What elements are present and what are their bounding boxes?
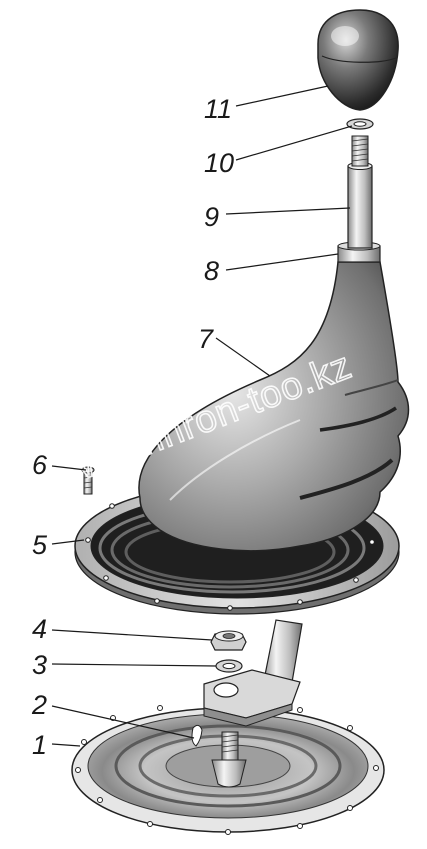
leader-4 [51, 629, 213, 641]
knob [317, 9, 399, 111]
slot-mark [191, 724, 203, 747]
callout-10: 10 [204, 148, 234, 178]
base-plate-holes [75, 705, 379, 835]
callout-9: 9 [204, 202, 219, 232]
lever-lower-arm [203, 619, 303, 727]
leader-1 [51, 743, 81, 747]
callout-numbers: 11 10 9 8 7 6 5 4 3 2 1 [31, 94, 234, 760]
washer [346, 118, 374, 130]
leader-2 [51, 705, 195, 739]
leader-7 [215, 337, 271, 377]
callout-1: 1 [32, 730, 47, 760]
leader-11 [235, 85, 329, 107]
callout-2: 2 [31, 690, 47, 720]
callout-3: 3 [32, 650, 47, 680]
callout-5: 5 [32, 530, 48, 560]
callout-7: 7 [198, 324, 214, 354]
leader-8 [225, 253, 339, 271]
callout-11: 11 [204, 94, 232, 124]
callout-4: 4 [32, 614, 47, 644]
rubber-boot [138, 261, 410, 552]
leader-9 [225, 207, 351, 215]
callout-6: 6 [32, 450, 48, 480]
shift-lever [347, 135, 373, 249]
leader-3 [51, 663, 217, 667]
leader-6 [51, 465, 87, 471]
leader-5 [51, 539, 85, 545]
leader-lines [51, 85, 353, 747]
flange-holes [85, 503, 375, 611]
leader-10 [235, 125, 353, 161]
base-stud [211, 731, 247, 788]
lock-washer [215, 659, 243, 673]
nut [210, 630, 247, 651]
callout-8: 8 [204, 256, 219, 286]
